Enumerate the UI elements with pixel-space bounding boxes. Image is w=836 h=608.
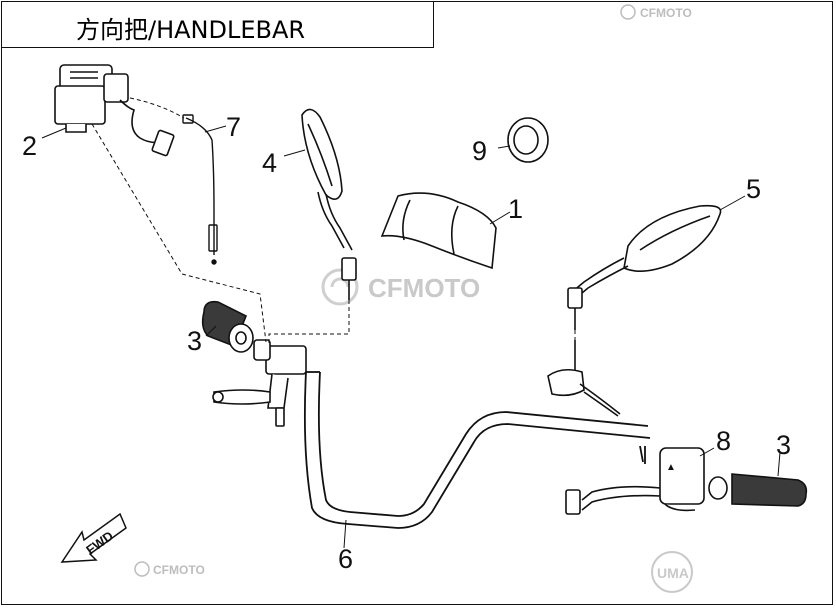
part-7-cable — [182, 114, 218, 265]
part-3-right-grip — [708, 473, 808, 507]
title-box: 方向把/HANDLEBAR — [1, 1, 434, 48]
svg-text:▲: ▲ — [666, 462, 676, 473]
part-8-switch-housing: ▲ — [565, 447, 705, 515]
callout-6: 6 — [338, 544, 353, 574]
uma-badge-watermark: UMA — [651, 551, 693, 593]
part-2-master-cylinder — [54, 64, 175, 157]
page-title: 方向把/HANDLEBAR — [76, 16, 306, 44]
callout-1: 1 — [508, 194, 523, 224]
part-1-handlebar-cover — [380, 192, 497, 270]
assembly-dashed-lines — [91, 97, 576, 350]
watermark-bottom-left: CFMOTO — [134, 561, 205, 577]
watermark-top-right: CFMOTO — [620, 4, 692, 20]
svg-text:UMA: UMA — [657, 565, 689, 581]
svg-text:CFMOTO: CFMOTO — [368, 273, 480, 303]
part-4-left-mirror — [301, 108, 357, 300]
callout-5: 5 — [746, 174, 761, 204]
leader-lines — [41, 125, 781, 549]
callout-8: 8 — [716, 426, 731, 456]
part-3-left-grip — [201, 300, 254, 353]
right-brake-lever — [547, 340, 621, 417]
callout-9: 9 — [472, 136, 487, 166]
part-9-cap — [507, 117, 549, 163]
callout-3-right: 3 — [776, 430, 791, 460]
watermark-center: CFMOTO — [321, 268, 480, 306]
left-lever-assembly — [212, 339, 307, 427]
callout-3-left: 3 — [187, 326, 202, 356]
part-5-right-mirror — [567, 204, 722, 330]
svg-text:CFMOTO: CFMOTO — [640, 6, 692, 20]
callout-7: 7 — [226, 112, 241, 142]
callout-2: 2 — [22, 131, 37, 161]
fwd-arrow: FWD — [60, 512, 127, 563]
part-6-handlebar — [303, 371, 651, 529]
svg-text:CFMOTO: CFMOTO — [153, 563, 205, 577]
callout-4: 4 — [262, 148, 277, 178]
